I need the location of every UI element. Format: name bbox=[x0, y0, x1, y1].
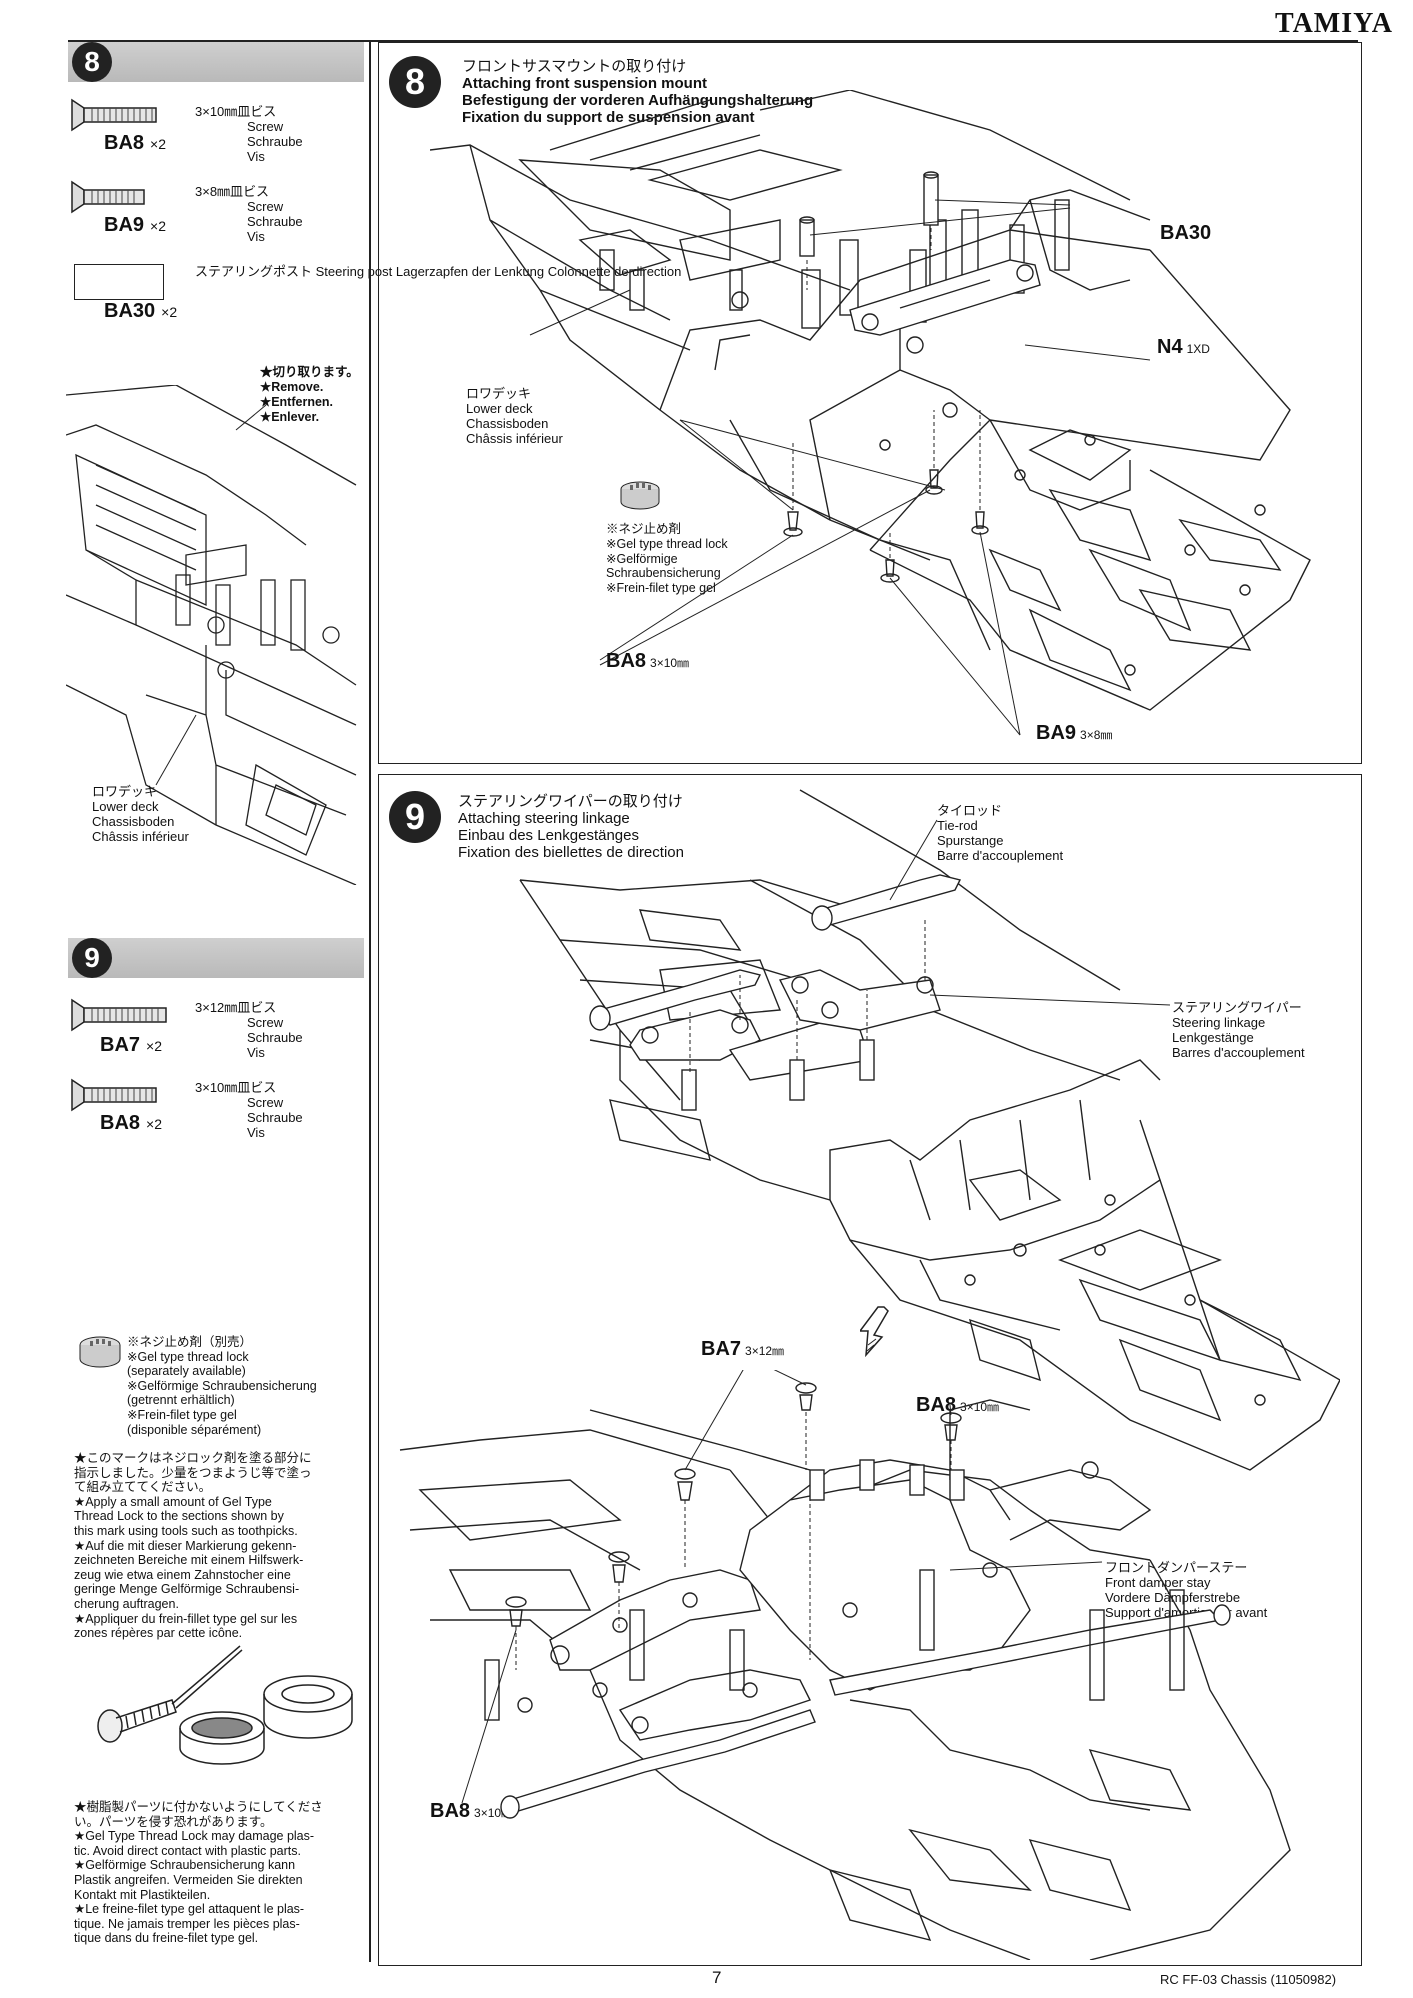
page-number: 7 bbox=[712, 1968, 722, 1987]
step8-title: フロントサスマウントの取り付け Attaching front suspensi… bbox=[462, 58, 814, 126]
step8-chassis-diagram bbox=[430, 90, 1311, 736]
sidebar-thread-lock-note: ※ネジ止め剤（別売） ※Gel type thread lock (separa… bbox=[127, 1335, 317, 1437]
sidebar8-part-ba9-desc: 3×8㎜皿ビス Screw Schraube Vis bbox=[195, 184, 303, 244]
down-arrow-icon bbox=[860, 1306, 889, 1357]
thread-lock-application-illustration bbox=[97, 1645, 353, 1765]
step8-ba30-label: BA30 bbox=[1160, 222, 1212, 244]
footer-text: RC FF-03 Chassis (11050982) bbox=[1160, 1972, 1337, 1987]
sidebar9-part-ba7-code: BA7×2 bbox=[100, 1034, 162, 1056]
sidebar-step9-number: 9 bbox=[72, 938, 112, 978]
sidebar8-part-ba8-code: BA8×2 bbox=[104, 132, 166, 154]
sidebar-step9-bar bbox=[68, 938, 364, 978]
sidebar-lower-deck-diagram bbox=[66, 385, 357, 885]
step9-title: ステアリングワイパーの取り付け Attaching steering linka… bbox=[458, 793, 684, 861]
sidebar8-part-ba30-code: BA30×2 bbox=[104, 300, 178, 322]
sidebar9-part-ba8-code: BA8×2 bbox=[100, 1112, 162, 1134]
sidebar9-part-ba8-desc: 3×10㎜皿ビス Screw Schraube Vis bbox=[195, 1080, 303, 1140]
thread-lock-icon bbox=[79, 1336, 121, 1368]
steering-post-icon bbox=[74, 264, 164, 300]
plastic-warning: ★樹脂製パーツに付かないようにしてくださ い。パーツを侵す恐れがあります。 ★G… bbox=[74, 1800, 323, 1946]
step8-thread-lock-label: ※ネジ止め剤 ※Gel type thread lock ※Gelförmige… bbox=[606, 522, 728, 596]
sidebar-lower-deck-label: ロワデッキ Lower deck Chassisboden Châssis in… bbox=[92, 784, 189, 844]
sidebar-step8-number: 8 bbox=[72, 42, 112, 82]
sidebar-step8-bar bbox=[68, 42, 364, 82]
step8-number: 8 bbox=[389, 56, 441, 108]
screw-ba9-icon bbox=[71, 180, 145, 214]
sidebar8-part-ba8-desc: 3×10㎜皿ビス Screw Schraube Vis bbox=[195, 104, 303, 164]
screw-ba8-icon-2 bbox=[71, 1078, 157, 1112]
step9-lower-diagram bbox=[399, 1370, 1291, 1960]
step9-panel bbox=[378, 774, 1362, 1966]
step9-linkage-label: ステアリングワイパー Steering linkage Lenkgestänge… bbox=[1172, 1000, 1305, 1060]
apply-instructions: ★このマークはネジロック剤を塗る部分に 指示しました。少量をつまようじ等で塗っ … bbox=[74, 1451, 312, 1641]
step8-panel bbox=[378, 42, 1362, 764]
remove-note: ★切り取ります。 ★Remove. ★Entfernen. ★Enlever. bbox=[260, 365, 359, 424]
header-rule bbox=[68, 40, 1358, 42]
screw-ba8-icon bbox=[71, 98, 157, 132]
step9-tierod-label: タイロッド Tie-rod Spurstange Barre d'accoupl… bbox=[937, 803, 1064, 863]
step8-thread-lock-icon bbox=[620, 481, 660, 510]
sidebar-divider bbox=[369, 42, 371, 1962]
sidebar9-part-ba7-desc: 3×12㎜皿ビス Screw Schraube Vis bbox=[195, 1000, 303, 1060]
step9-number: 9 bbox=[389, 791, 441, 843]
step8-lower-deck-label: ロワデッキ Lower deck Chassisboden Châssis in… bbox=[466, 386, 563, 446]
step9-upper-diagram bbox=[519, 789, 1340, 1471]
brand-logo: TAMIYA bbox=[1274, 8, 1393, 39]
sidebar8-part-ba9-code: BA9×2 bbox=[104, 214, 166, 236]
screw-ba7-icon bbox=[71, 998, 167, 1032]
